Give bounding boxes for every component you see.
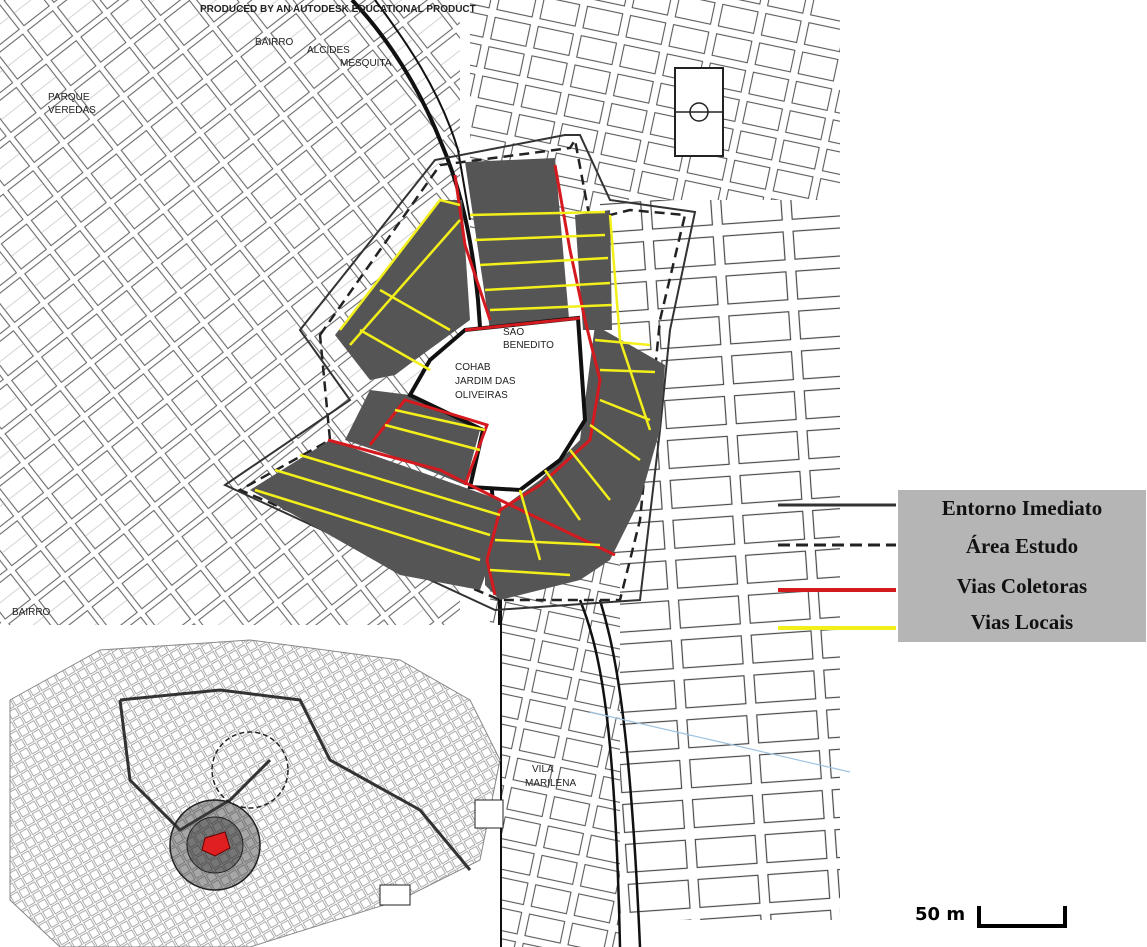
legend-label-area: Área Estudo bbox=[965, 534, 1079, 558]
svg-text:COHAB: COHAB bbox=[455, 362, 491, 373]
header-text: PRODUCED BY AN AUTODESK EDUCATIONAL PROD… bbox=[200, 4, 476, 15]
svg-text:JARDIM DAS: JARDIM DAS bbox=[455, 376, 516, 387]
label-cohab: COHAB JARDIM DAS OLIVEIRAS bbox=[455, 362, 516, 401]
street-grid-south bbox=[490, 560, 620, 947]
water-line bbox=[589, 711, 851, 773]
scale-bar: 50 m bbox=[915, 900, 1075, 940]
street-grid-east bbox=[600, 200, 840, 920]
svg-text:MESQUITA: MESQUITA bbox=[340, 58, 392, 69]
scale-bar-graphic bbox=[977, 906, 1067, 928]
surroundings-outline bbox=[222, 134, 697, 612]
svg-text:VILA: VILA bbox=[532, 764, 554, 775]
legend: Entorno Imediato Área Estudo Vias Coleto… bbox=[898, 490, 1146, 642]
label-vila-marilena: VILA MARILENA bbox=[525, 764, 576, 789]
label-bairro: BAIRRO bbox=[12, 607, 51, 618]
svg-text:PARQUE: PARQUE bbox=[48, 92, 90, 103]
svg-text:SÃO: SÃO bbox=[503, 325, 524, 338]
svg-text:BENEDITO: BENEDITO bbox=[503, 340, 554, 351]
collector-roads bbox=[327, 164, 616, 596]
local-roads bbox=[254, 198, 656, 577]
svg-text:BAIRRO: BAIRRO bbox=[255, 37, 294, 48]
label-parque-veredas: PARQUE VEREDAS bbox=[48, 92, 96, 116]
label-sao-benedito: SÃO BENEDITO bbox=[503, 325, 554, 351]
highway bbox=[350, 0, 502, 947]
label-bairro-alcides: BAIRRO ALCIDES MESQUITA bbox=[255, 37, 392, 69]
legend-label-locais: Vias Locais bbox=[970, 610, 1074, 634]
svg-text:MARILENA: MARILENA bbox=[525, 778, 576, 789]
inset-study-area-highlight bbox=[201, 831, 231, 857]
inset-location-map bbox=[0, 625, 504, 947]
legend-label-coletoras: Vias Coletoras bbox=[956, 574, 1088, 598]
soccer-field-icon bbox=[674, 67, 724, 157]
study-area-outline bbox=[237, 136, 687, 602]
svg-text:OLIVEIRAS: OLIVEIRAS bbox=[455, 390, 508, 401]
scale-label: 50 m bbox=[915, 904, 966, 925]
svg-text:VEREDAS: VEREDAS bbox=[48, 105, 96, 116]
legend-label-entorno: Entorno Imediato bbox=[941, 496, 1103, 520]
cohab-area bbox=[407, 315, 588, 493]
svg-text:ALCIDES: ALCIDES bbox=[307, 45, 350, 56]
